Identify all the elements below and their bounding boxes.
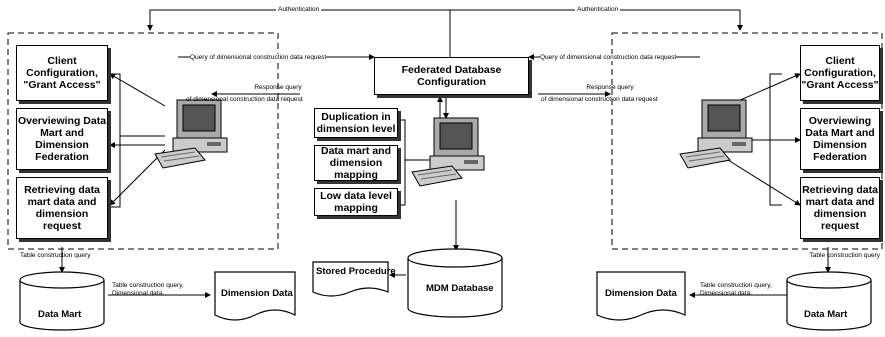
stored-procedure-label: Stored Procedure — [316, 266, 396, 277]
right-dimension-document — [596, 271, 686, 321]
duplication-box: Duplication in dimension level — [314, 108, 398, 138]
right-dimension-data-label: Dimension Data — [605, 288, 677, 299]
left-data-mart-label: Data Mart — [38, 309, 82, 320]
right-overviewing-box: Overviewing Data Mart and Dimension Fede… — [800, 108, 880, 170]
auth-label-left: Authentication — [276, 6, 322, 13]
left-response-label-1: Response query — [254, 84, 302, 91]
mdm-database-cylinder — [407, 248, 503, 318]
left-data-mart-cylinder — [19, 271, 105, 331]
right-computer-icon — [679, 99, 753, 169]
right-query-label: Query of dimensional construction data r… — [540, 54, 677, 61]
right-response-label-1: Response query — [586, 84, 634, 91]
left-table-query-label: Table construction query — [20, 252, 91, 259]
center-bracket — [398, 119, 406, 206]
right-data-mart-label: Data Mart — [804, 309, 848, 320]
mapping-box: Data mart and dimension mapping — [314, 145, 398, 181]
right-data-mart-cylinder — [786, 271, 872, 331]
left-dimension-data-label: Dimension Data — [221, 288, 293, 299]
right-client-group — [611, 32, 883, 250]
left-overviewing-box: Overviewing Data Mart and Dimension Fede… — [16, 108, 108, 170]
right-retrieving-box: Retrieving data mart data and dimension … — [800, 177, 880, 239]
right-table-query-dim-label-2: Dimensional data. — [700, 290, 753, 297]
right-table-query-dim-label-1: Table construction query, — [700, 282, 772, 289]
low-level-box: Low data level mapping — [314, 188, 398, 216]
left-dimension-document — [214, 271, 296, 321]
left-retrieving-box: Retrieving data mart data and dimension … — [16, 177, 108, 239]
mdm-database-label: MDM Database — [426, 283, 494, 294]
auth-line-right — [450, 9, 743, 31]
left-table-query-dim-label-2: Dimensional data. — [112, 290, 165, 297]
left-computer-icon — [154, 99, 228, 169]
center-computer-icon — [411, 117, 485, 187]
left-client-group — [7, 32, 279, 250]
auth-line-left — [147, 9, 451, 60]
right-response-label-2: of dimensional construction data request — [541, 96, 658, 103]
left-client-config-box: Client Configuration, "Grant Access" — [16, 45, 108, 101]
left-query-label: Query of dimensional construction data r… — [190, 54, 327, 61]
right-table-query-label: Table construction query — [809, 252, 880, 259]
stored-procedure-document — [312, 261, 389, 297]
left-table-query-dim-label-1: Table construction query, — [112, 282, 184, 289]
left-bracket — [108, 73, 121, 208]
left-response-label-2: of dimensional construction data request — [186, 96, 303, 103]
auth-label-right: Authentication — [575, 6, 621, 13]
federated-config-box: Federated Database Configuration — [374, 57, 529, 95]
right-client-config-box: Client Configuration, "Grant Access" — [800, 45, 880, 101]
